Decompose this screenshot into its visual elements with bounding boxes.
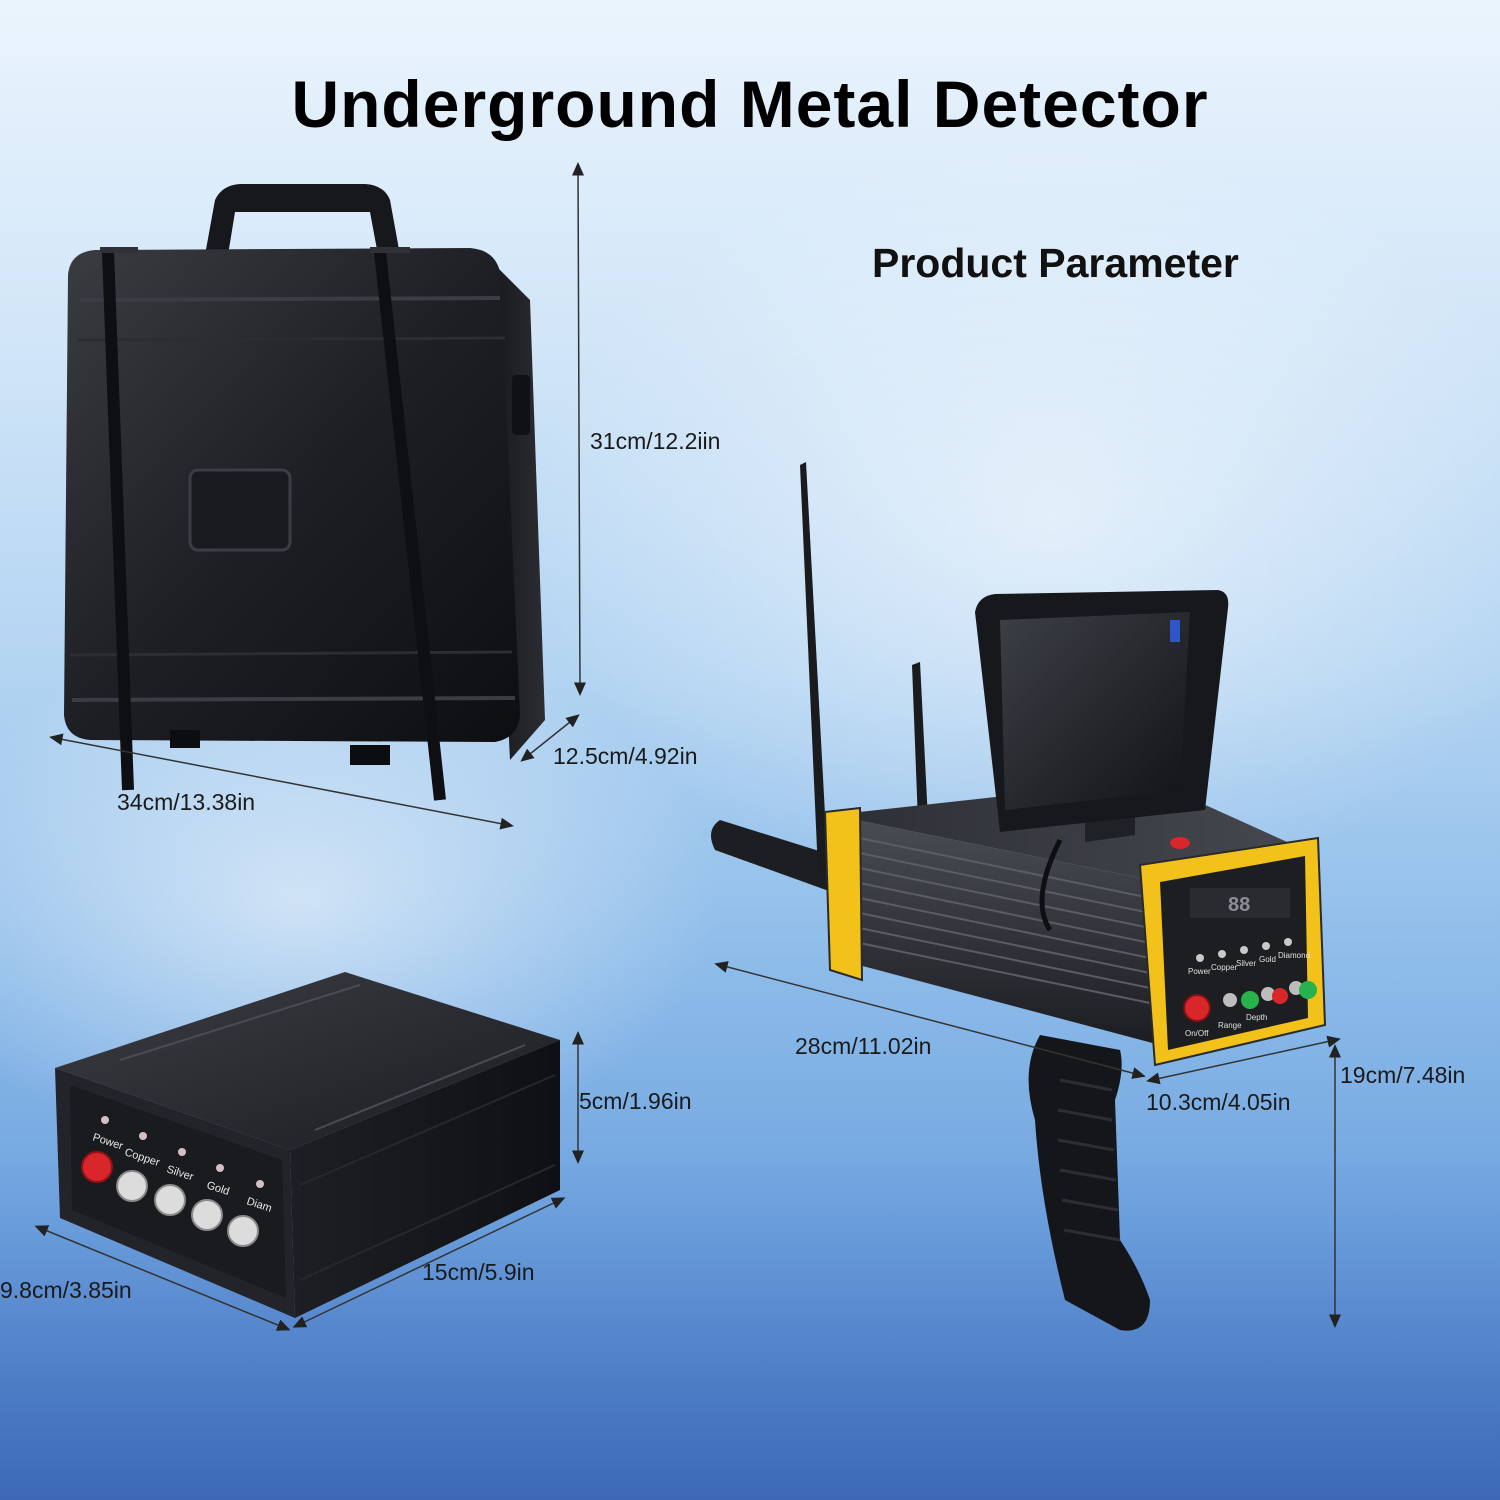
detector-width-label: 10.3cm/4.05in [1146,1089,1291,1115]
detector-label-diamond: Diamond [1278,951,1310,960]
detector-width-arrow [1146,1035,1341,1085]
box-width-label: 9.8cm/3.85in [0,1277,132,1303]
detector-display: 88 [1228,894,1250,916]
case-width-label: 34cm/13.38in [117,789,256,815]
case-height-label: 31cm/12.2iin [590,428,721,454]
case-depth-label: 12.5cm/4.92in [553,743,698,769]
case-width-arrow [49,733,514,830]
detector-label-depth: Depth [1246,1013,1267,1022]
detector-label-gold: Gold [1259,955,1276,964]
box-length-label: 15cm/5.9in [422,1259,535,1285]
case-depth-arrow [520,714,580,762]
box-height-label: 5cm/1.96in [579,1088,692,1114]
page-title: Underground Metal Detector [291,67,1209,141]
subtitle: Product Parameter [872,240,1239,286]
detector-label-silver: Silver [1236,959,1256,968]
detector-length-label: 28cm/11.02in [795,1033,932,1059]
detector-length-arrow [714,961,1146,1079]
box-length-arrow [292,1197,566,1328]
detector-label-onoff: On/Off [1185,1029,1209,1038]
detector-label-power: Power [1188,967,1211,976]
detector-label-range: Range [1218,1021,1242,1030]
case-height-arrow [572,162,586,696]
detector-label-copper: Copper [1211,963,1238,972]
box-width-arrow [34,1225,291,1331]
detector-height-label: 19cm/7.48in [1340,1062,1466,1088]
